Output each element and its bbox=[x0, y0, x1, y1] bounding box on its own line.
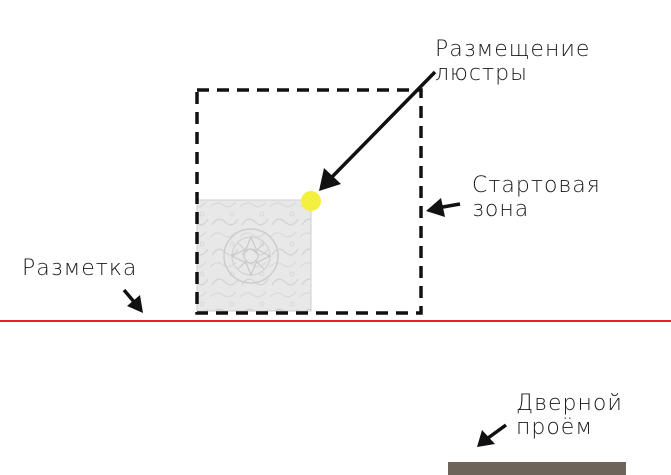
door-opening bbox=[448, 462, 626, 475]
tile-rosette bbox=[223, 228, 279, 284]
chandelier-label-line1: Размещение bbox=[435, 37, 590, 62]
start-zone-label-line1: Стартовая bbox=[472, 173, 601, 198]
ceiling-tile bbox=[196, 199, 312, 312]
ornamental-ceiling-tile-icon bbox=[196, 199, 312, 312]
chandelier-arrow-icon bbox=[319, 70, 437, 191]
start-zone-frame bbox=[195, 88, 423, 315]
door-arrow-icon bbox=[477, 423, 508, 447]
chandelier-label-line2: люстры bbox=[435, 61, 528, 86]
marking-arrow-icon bbox=[122, 288, 143, 313]
chandelier-point bbox=[301, 191, 321, 211]
start-zone-arrow-icon bbox=[426, 198, 461, 217]
door-label-line2: проём bbox=[516, 415, 593, 440]
door-label-line1: Дверной bbox=[516, 391, 623, 416]
marking-label: Разметка bbox=[22, 256, 137, 281]
start-zone-label-line2: зона bbox=[472, 197, 529, 222]
